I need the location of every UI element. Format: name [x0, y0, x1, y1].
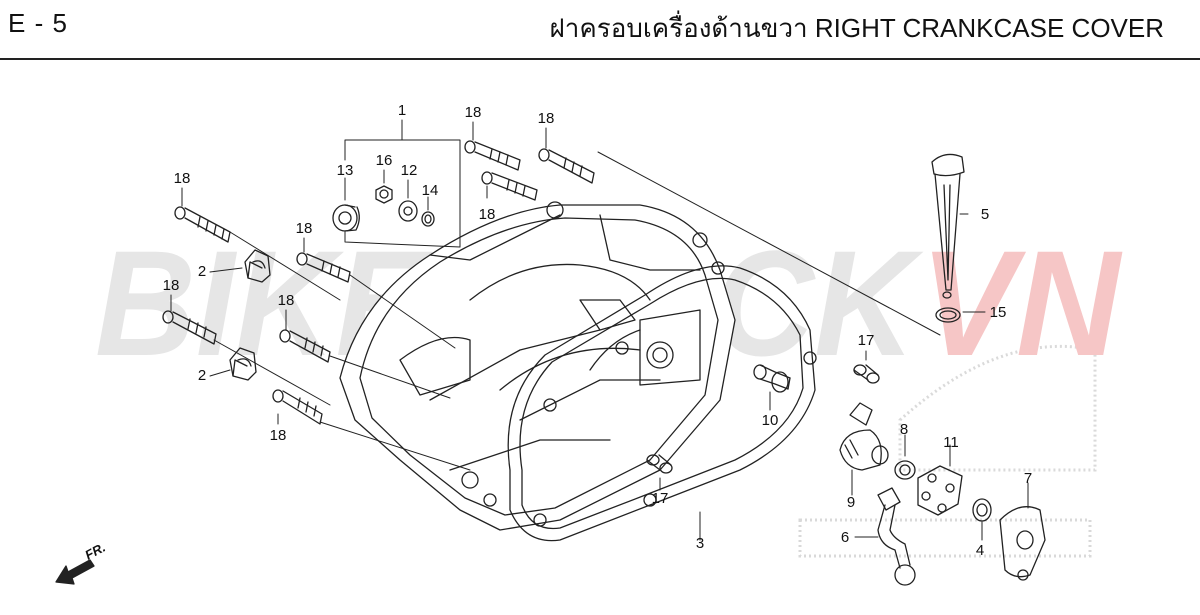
callout-18b: 18: [465, 104, 482, 121]
callout-1: 1: [398, 102, 406, 119]
callout-15: 15: [990, 304, 1007, 321]
oring-4: [972, 498, 992, 522]
header-divider: [0, 58, 1200, 60]
callout-8: 8: [900, 421, 908, 438]
front-direction-label: FR.: [82, 540, 108, 563]
dowel-pin-17-b: [646, 454, 673, 474]
callout-18f: 18: [163, 277, 180, 294]
crankcase-cover: [339, 201, 736, 531]
plate-11: [917, 465, 963, 516]
callout-7: 7: [1024, 470, 1032, 487]
oring-15: [935, 307, 961, 323]
bolt-18-d: [481, 171, 538, 201]
bearing-13: [332, 204, 360, 232]
bolt-18-b: [464, 140, 521, 171]
callout-labels: 1 2 2 3 4 5 6 7 8 9 10 11 12 13 14 15 16…: [82, 102, 1032, 563]
callout-6: 6: [841, 529, 849, 546]
crankcase-gasket: [507, 261, 817, 542]
bolt-18-e: [296, 252, 351, 283]
cover-7: [999, 506, 1046, 581]
callout-18h: 18: [270, 427, 287, 444]
bolt-18-f: [162, 310, 217, 345]
washer-12: [398, 200, 418, 222]
callout-11: 11: [943, 434, 959, 451]
callout-5: 5: [981, 206, 989, 223]
page-title: ฝาครอบเครื่องด้านขวา RIGHT CRANKCASE COV…: [549, 13, 1164, 43]
bolt-18-h: [272, 389, 323, 425]
callout-9: 9: [847, 494, 855, 511]
callout-10: 10: [762, 412, 779, 429]
clip-2-a: [244, 249, 271, 283]
watermark-text-accent: VN: [920, 219, 1123, 387]
page-header: E - 5 ฝาครอบเครื่องด้านขวา RIGHT CRANKCA…: [0, 0, 1200, 58]
callout-18e: 18: [296, 220, 313, 237]
callout-18d: 18: [479, 206, 496, 223]
callout-3: 3: [696, 535, 704, 552]
callout-18a: 18: [174, 170, 191, 187]
callout-16: 16: [376, 152, 393, 169]
callout-14: 14: [422, 182, 439, 199]
callout-4: 4: [976, 542, 984, 559]
callout-2b: 2: [198, 367, 206, 384]
dowel-pin-17-a: [853, 364, 880, 384]
stud-bolt-10: [753, 364, 791, 393]
collar-8: [894, 460, 916, 480]
callout-2a: 2: [198, 263, 206, 280]
bolt-18-c: [538, 148, 595, 184]
clip-2-b: [229, 347, 257, 381]
arm-6: [877, 487, 916, 586]
callout-12: 12: [401, 162, 418, 179]
front-direction-arrow: [55, 559, 95, 585]
callout-17b: 17: [652, 490, 669, 507]
leader-lines: [170, 119, 1029, 541]
part-9-assembly: [839, 402, 889, 471]
bolt-18-a: [174, 206, 231, 243]
callout-18c: 18: [538, 110, 555, 127]
callout-18g: 18: [278, 292, 295, 309]
callout-13: 13: [337, 162, 354, 179]
callout-17a: 17: [858, 332, 875, 349]
bolt-18-g: [279, 329, 331, 363]
oring-14: [421, 211, 435, 227]
nut-16: [375, 185, 393, 204]
oil-dipstick-5: [931, 153, 965, 299]
honda-dotted-watermark: [798, 344, 1097, 558]
page-code: E - 5: [8, 8, 68, 38]
